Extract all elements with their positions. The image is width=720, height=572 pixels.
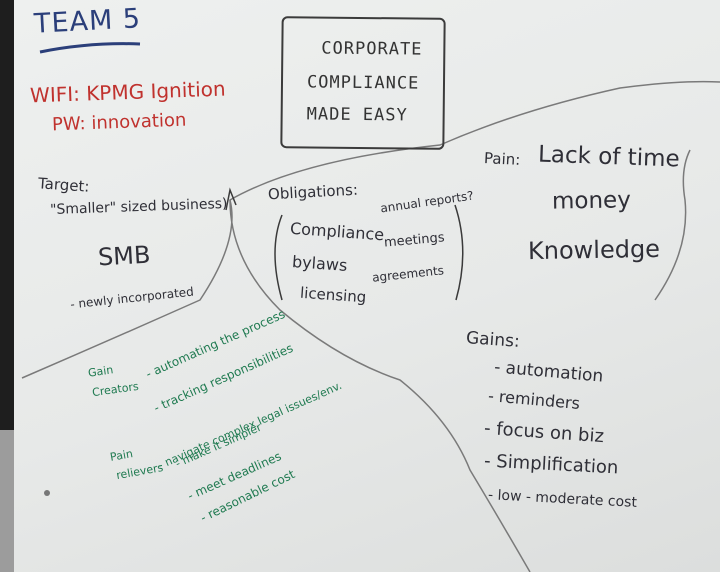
title-line-3: MADE EASY <box>306 104 408 126</box>
team-label: TEAM 5 <box>33 3 142 40</box>
target-smb: SMB <box>97 240 152 272</box>
obligations-left-bracket <box>274 214 283 301</box>
canvas-curve-right <box>654 149 691 301</box>
title-line-1: CORPORATE <box>321 38 423 60</box>
team-underline <box>39 42 141 54</box>
canvas-curve-lower <box>229 199 531 572</box>
obligations-right-bracket <box>454 204 464 301</box>
target-heading: Target: <box>37 174 91 196</box>
wifi-network: WIFI: KPMG Ignition <box>29 76 226 108</box>
gains-heading: Gains: <box>465 328 521 352</box>
pain-label: Pain: <box>483 149 521 169</box>
wifi-password: PW: innovation <box>51 109 187 136</box>
frame-bolt <box>44 490 50 496</box>
obligation-item-2: bylaws <box>291 252 348 275</box>
pain-line-2: money <box>551 187 632 215</box>
whiteboard <box>14 0 720 572</box>
title-line-2: COMPLIANCE <box>306 72 420 94</box>
pain-line-1: Lack of time <box>537 141 681 173</box>
obligation-item-3: licensing <box>299 283 367 307</box>
gain-creators-label-1: Gain <box>87 363 115 380</box>
pain-line-3: Knowledge <box>527 234 661 266</box>
canvas-curve-main <box>21 80 720 379</box>
target-arrow <box>225 187 237 211</box>
title-box: CORPORATE COMPLIANCE MADE EASY <box>280 16 446 150</box>
